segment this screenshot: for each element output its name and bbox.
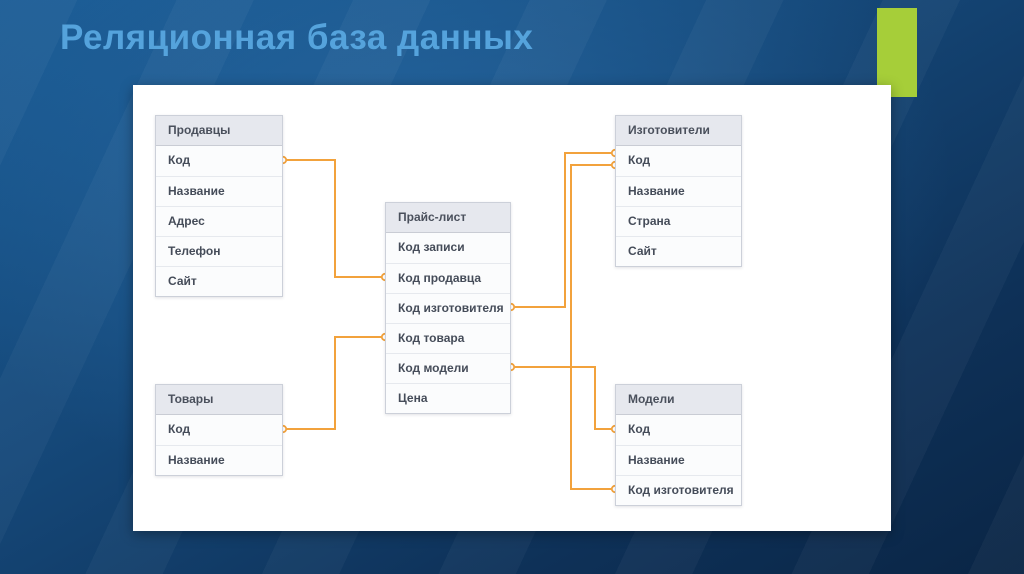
connection-line [283,159,385,278]
slide-title: Реляционная база данных [60,18,534,57]
field-row: Страна [616,206,741,236]
table-header: Изготовители [616,116,741,146]
table-price-list: Прайс-лист Код записи Код продавца Код и… [385,202,511,414]
connection-line [283,336,385,430]
table-header: Модели [616,385,741,415]
field-row: Код продавца [386,263,510,293]
field-row: Код записи [386,233,510,263]
table-goods: Товары Код Название [155,384,283,476]
connection-line [570,164,615,490]
field-row: Код модели [386,353,510,383]
field-row: Цена [386,383,510,413]
field-row: Код товара [386,323,510,353]
field-row: Адрес [156,206,282,236]
table-sellers: Продавцы Код Название Адрес Телефон Сайт [155,115,283,297]
field-row: Название [156,445,282,475]
field-row: Код [156,146,282,176]
table-manufacturers: Изготовители Код Название Страна Сайт [615,115,742,267]
accent-bar [877,8,917,97]
field-row: Название [616,176,741,206]
table-header: Товары [156,385,282,415]
field-row: Сайт [616,236,741,266]
field-row: Код [156,415,282,445]
diagram-canvas: Продавцы Код Название Адрес Телефон Сайт… [133,85,891,531]
field-row: Название [616,445,741,475]
field-row: Код [616,415,741,445]
field-row: Сайт [156,266,282,296]
table-header: Прайс-лист [386,203,510,233]
field-row: Код изготовителя [616,475,741,505]
connection-line [511,366,615,430]
connection-line [511,152,615,308]
table-header: Продавцы [156,116,282,146]
field-row: Код [616,146,741,176]
field-row: Телефон [156,236,282,266]
field-row: Код изготовителя [386,293,510,323]
table-models: Модели Код Название Код изготовителя [615,384,742,506]
field-row: Название [156,176,282,206]
